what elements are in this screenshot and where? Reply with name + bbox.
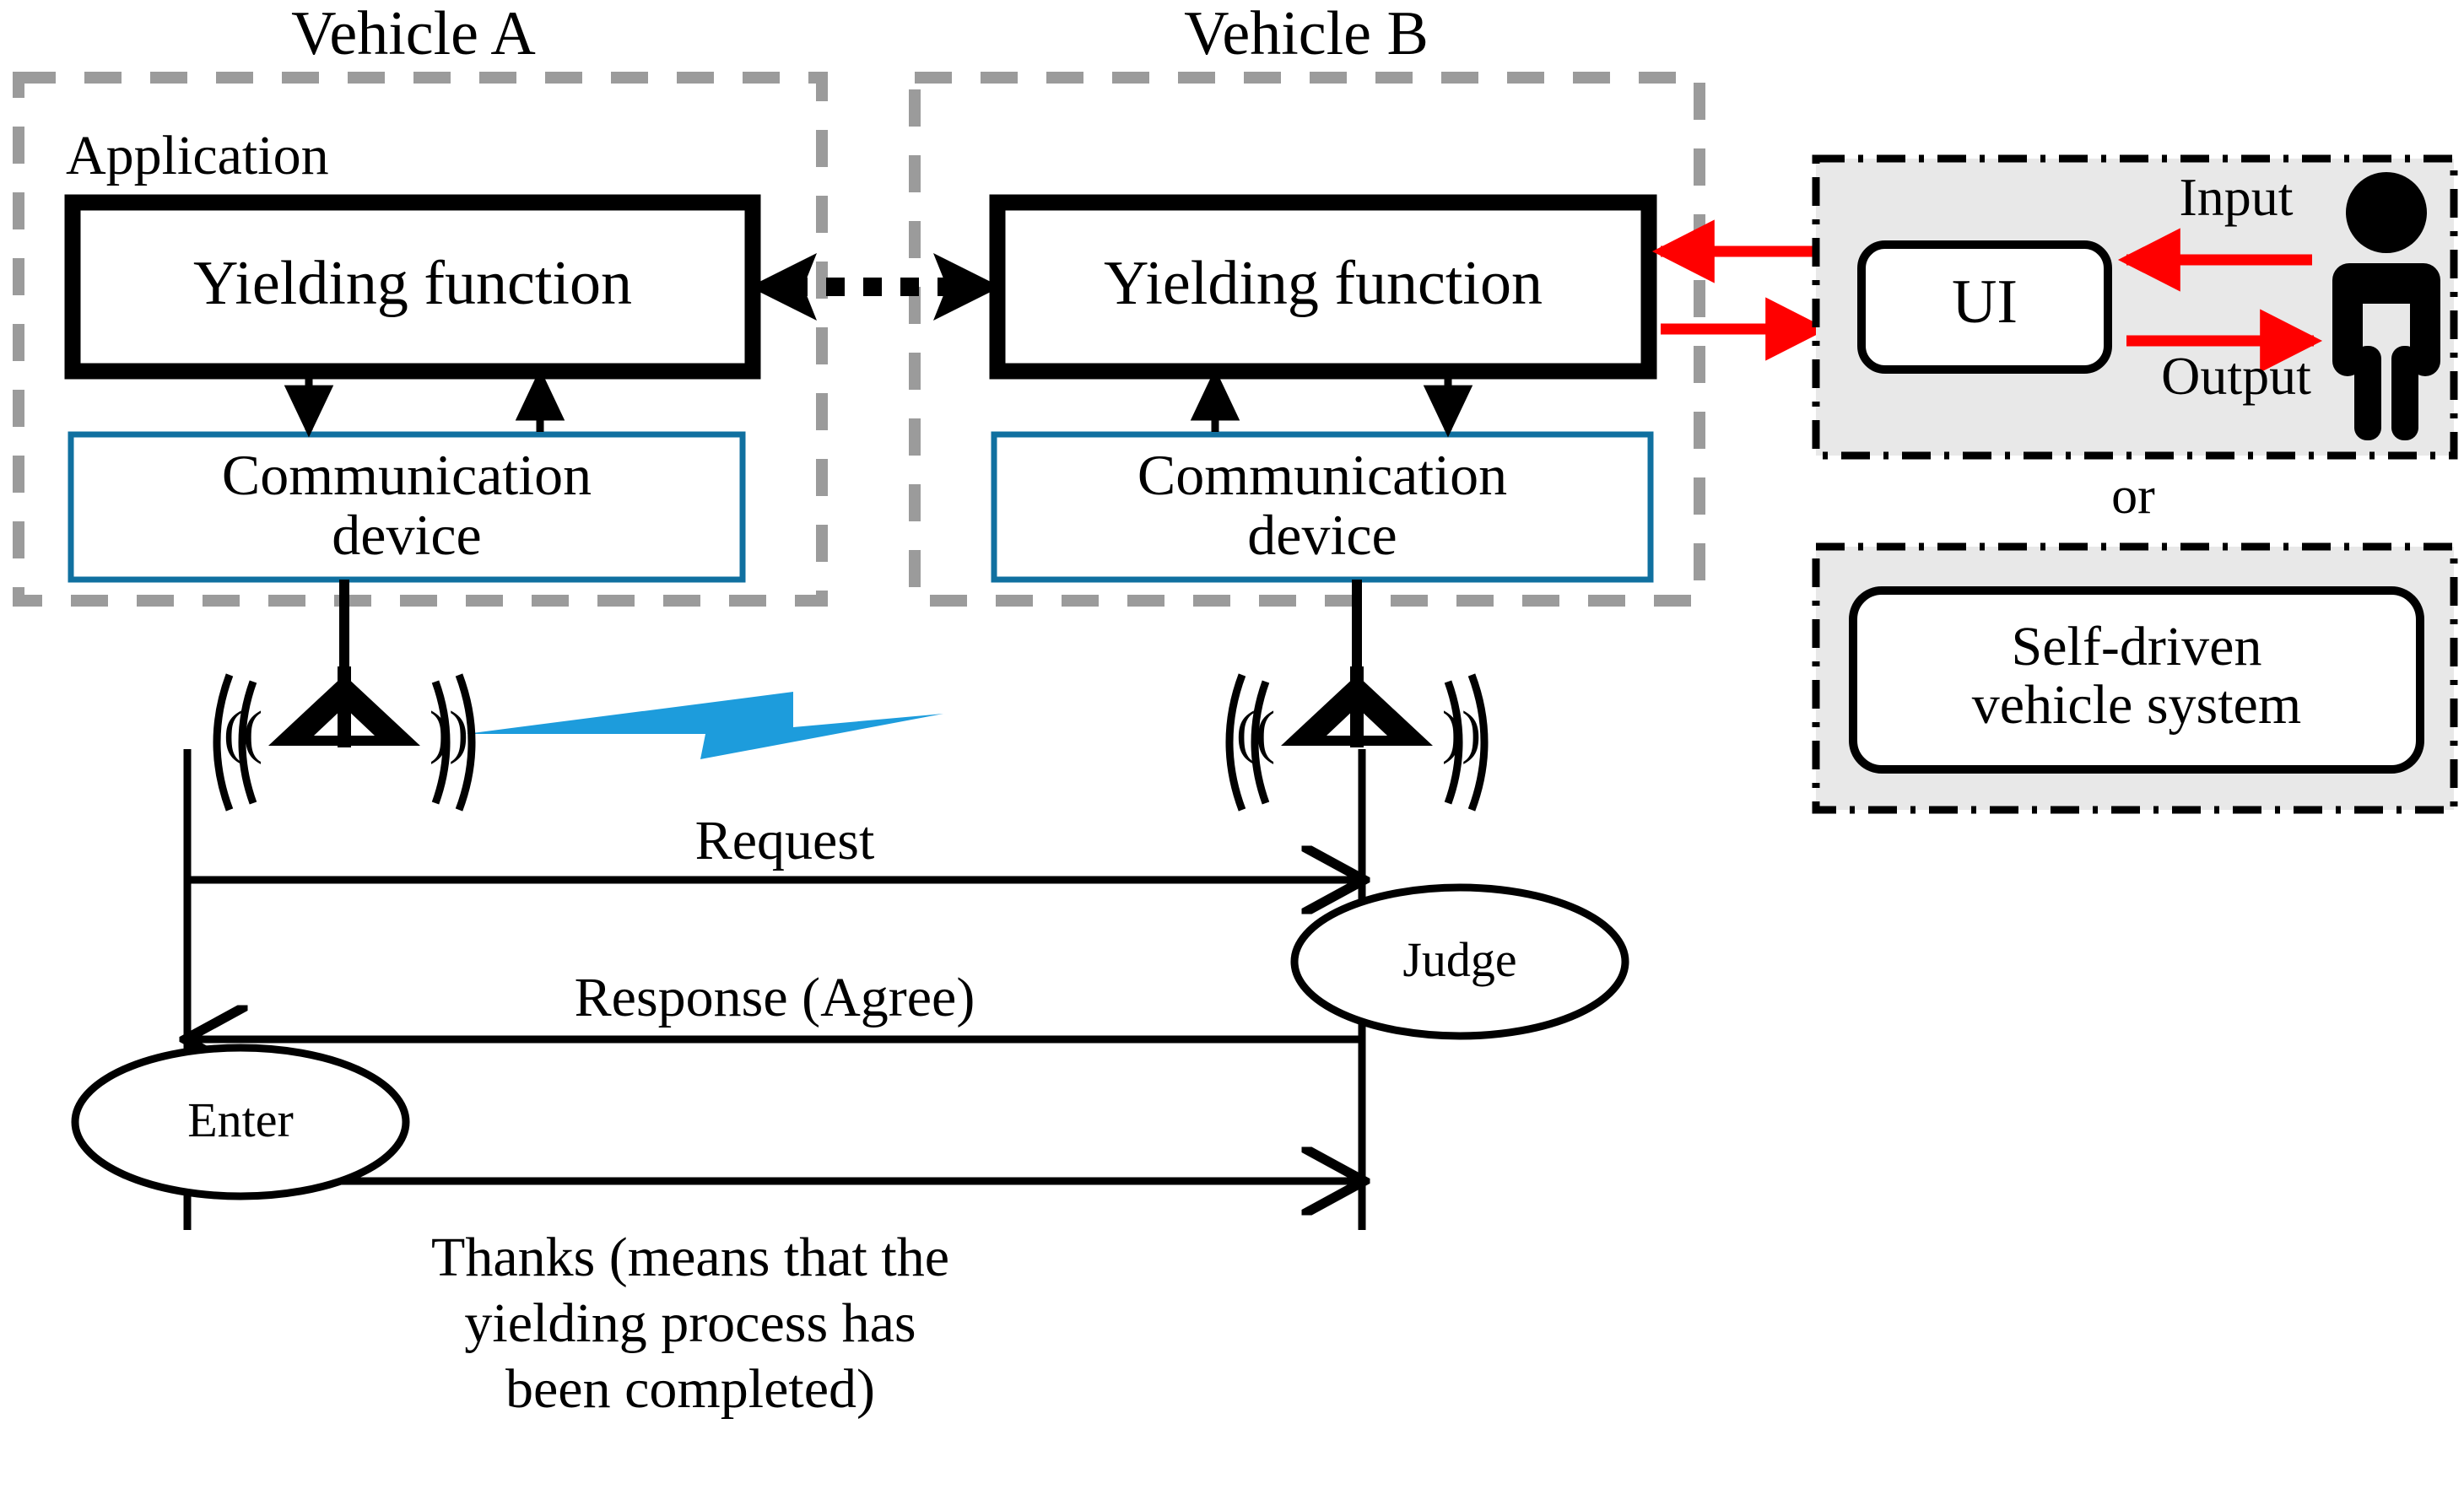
vehicle-a-container: [13, 72, 828, 607]
node-judge: [1290, 883, 1629, 1040]
yielding-function-label-b: Yielding function: [1104, 249, 1543, 318]
input-label: Input: [2179, 167, 2294, 227]
antenna-arc-right-label-b: )): [1441, 700, 1482, 765]
communication-device-label-b: Communication device: [1137, 443, 1508, 568]
communication-device-label-a: Communication device: [221, 443, 592, 568]
antenna-arc-left-label-a: ((: [223, 700, 263, 765]
ui-label: UI: [1951, 267, 2018, 337]
ui-box: [1857, 240, 2112, 374]
yielding-function-label-a: Yielding function: [193, 249, 632, 318]
node-label-enter: Enter: [187, 1092, 294, 1147]
antenna-a: [268, 666, 420, 747]
vehicle-a-title: Vehicle A: [291, 0, 536, 68]
vehicle-b-title: Vehicle B: [1184, 0, 1429, 68]
antenna-b: [1281, 666, 1433, 747]
antenna-arcs-b: [1225, 673, 1489, 812]
self-driven-box: [1849, 586, 2424, 774]
person-icon: [2332, 172, 2440, 440]
output-label: Output: [2161, 346, 2311, 406]
communication-device-box-a: [68, 431, 746, 583]
message-label-response: Response (Agree): [574, 967, 975, 1028]
or-label: or: [2111, 467, 2155, 525]
communication-device-box-b: [991, 431, 1654, 583]
antenna-arc-right-label-a: )): [429, 700, 469, 765]
antenna-arcs-a: [213, 673, 476, 812]
antenna-arc-left-label-b: ((: [1235, 700, 1276, 765]
application-label: Application: [66, 125, 329, 186]
self-driven-vehicle-system-label: Self-driven vehicle system: [1971, 616, 2302, 736]
yielding-function-box-a: [64, 194, 761, 380]
v2v-arrowhead-left: [749, 253, 817, 321]
message-label-request: Request: [694, 810, 875, 871]
node-enter: [71, 1044, 410, 1200]
footer-note: Thanks (means that the yielding process …: [431, 1227, 949, 1420]
v2v-arrowhead-right: [933, 253, 1001, 321]
wireless-lightning-bolt: [466, 692, 943, 759]
node-label-judge: Judge: [1402, 932, 1517, 987]
